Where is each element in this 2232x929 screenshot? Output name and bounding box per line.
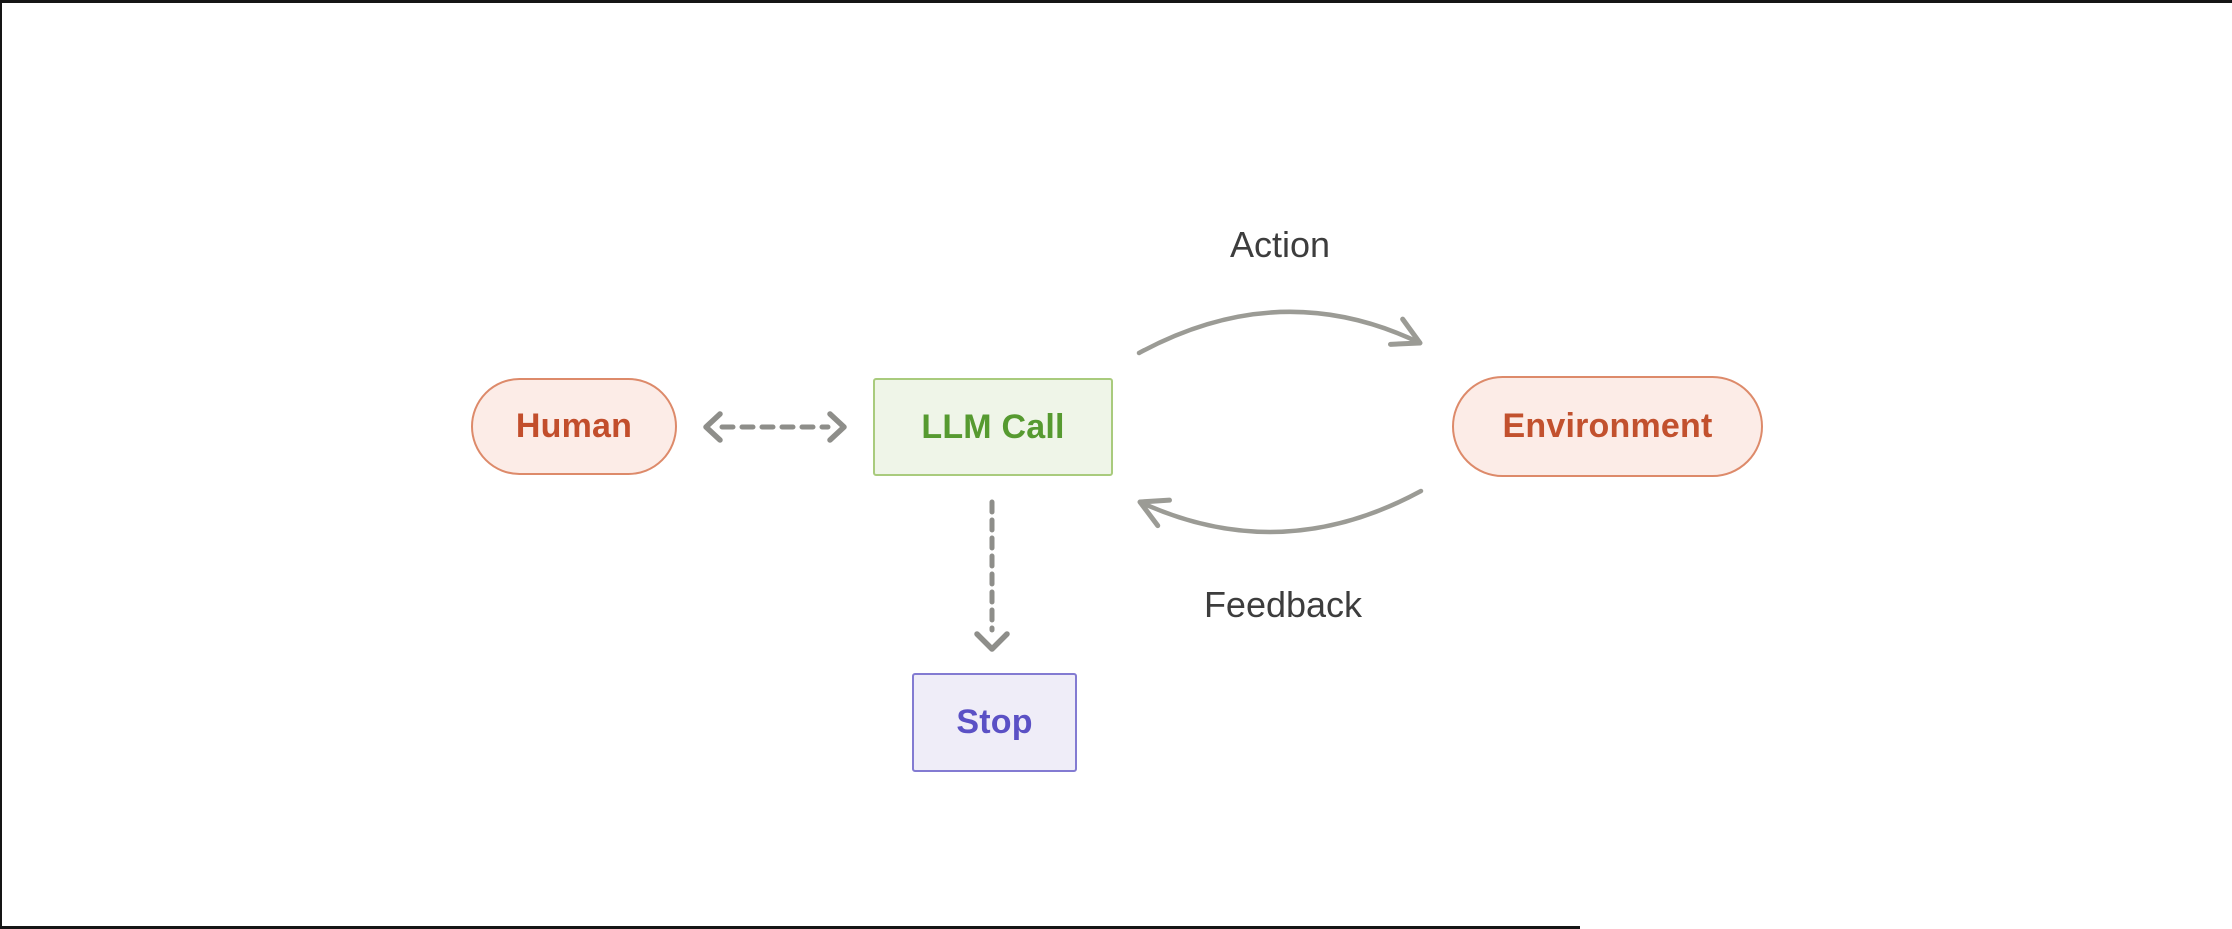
node-human: Human (471, 378, 677, 475)
node-llm-call: LLM Call (873, 378, 1113, 476)
node-environment-label: Environment (1502, 407, 1713, 445)
node-human-label: Human (515, 407, 633, 445)
feedback-arrow (1137, 488, 1424, 535)
llm-stop-dashed-arrow (974, 499, 1010, 652)
frame-line-bottom (0, 926, 1580, 929)
action-arrow (1136, 309, 1423, 356)
action-edge-label: Action (1229, 224, 1331, 265)
human-llm-dashed-arrow (703, 411, 847, 443)
frame-line-top (0, 0, 2232, 3)
feedback-edge-label: Feedback (1203, 584, 1363, 625)
node-llm-call-label: LLM Call (921, 407, 1065, 446)
frame-line-left (0, 0, 2, 929)
node-environment: Environment (1452, 376, 1763, 477)
node-stop-label: Stop (956, 703, 1033, 741)
node-stop: Stop (912, 673, 1077, 772)
